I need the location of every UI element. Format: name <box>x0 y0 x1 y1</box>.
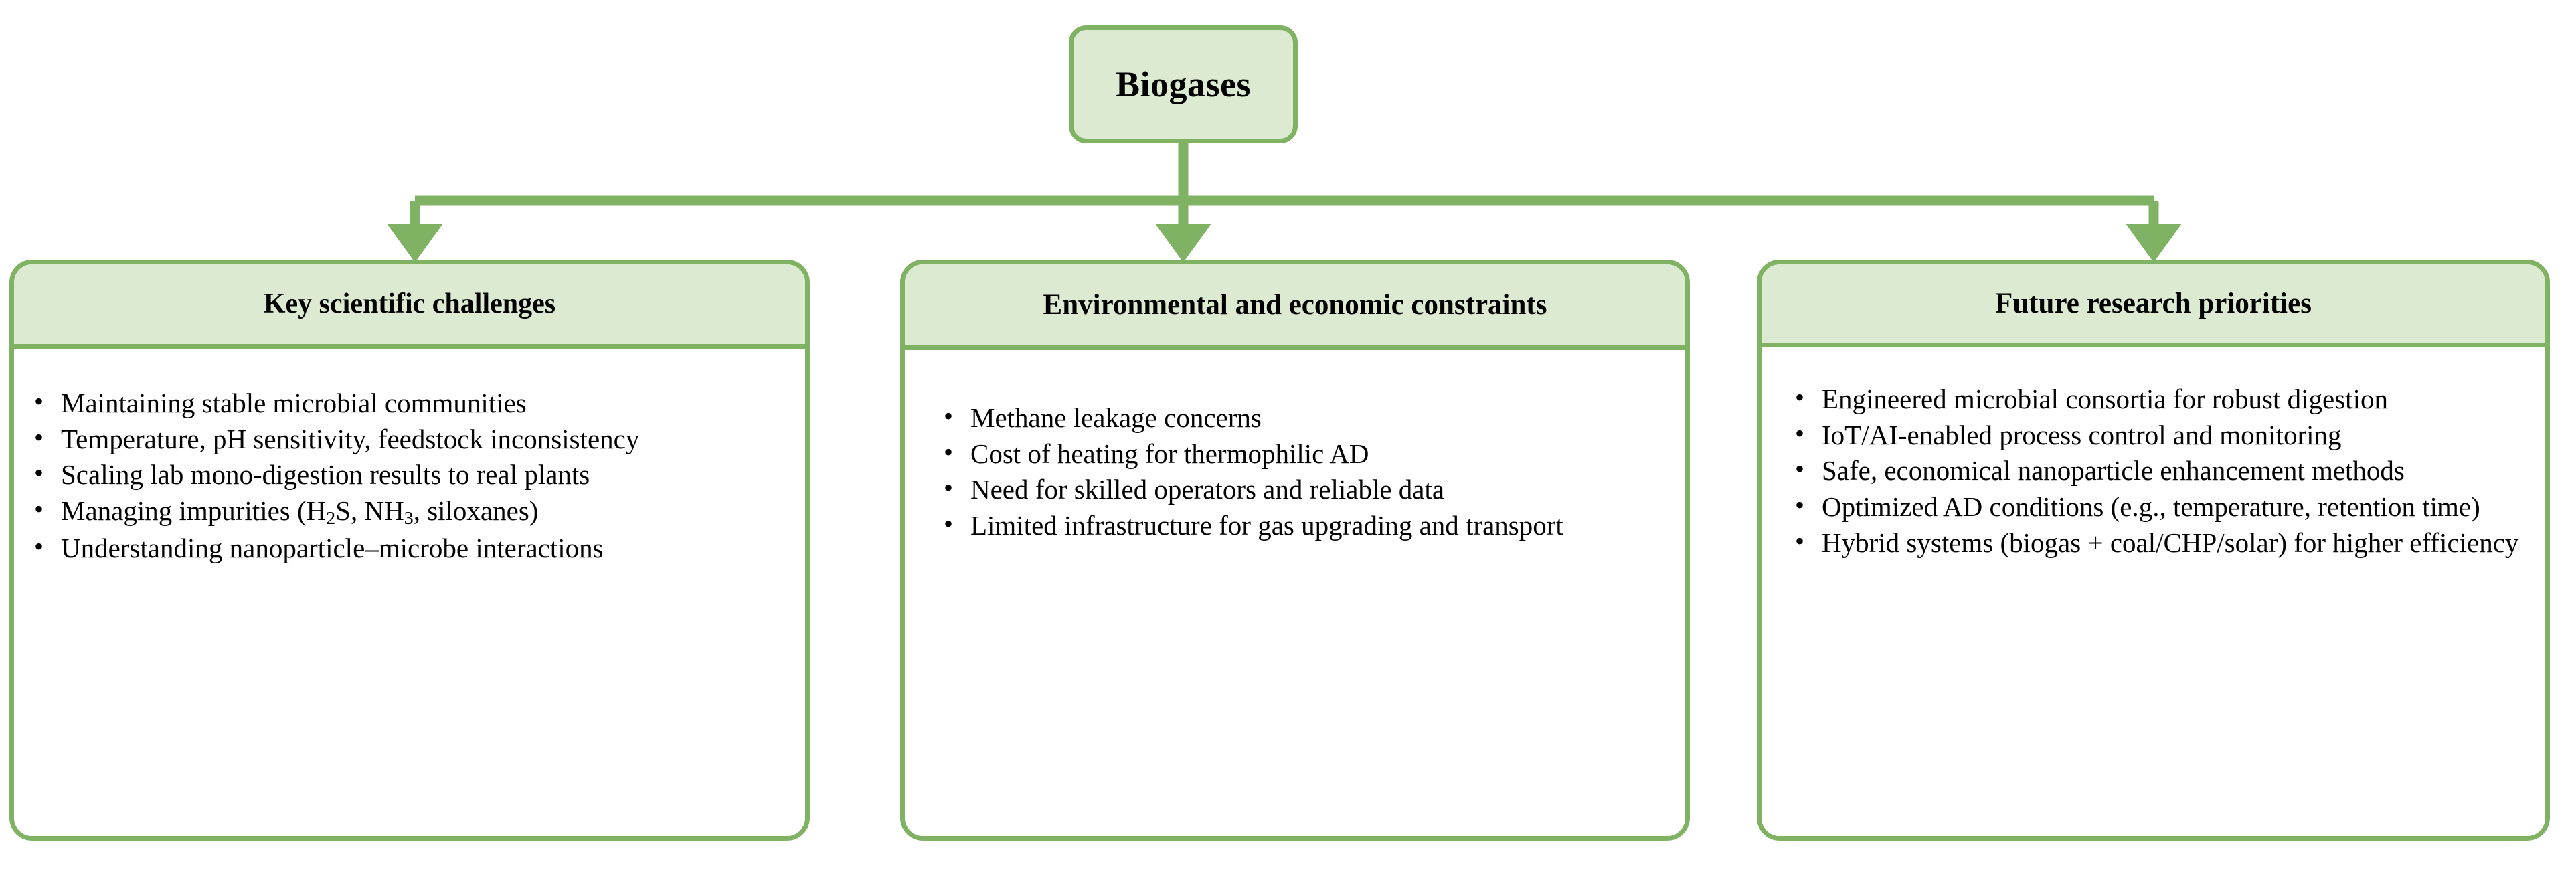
column-header-2: Future research priorities <box>1762 264 2545 347</box>
bullet-item: Optimized AD conditions (e.g., temperatu… <box>1790 489 2528 525</box>
bullet-item: Hybrid systems (biogas + coal/CHP/solar)… <box>1790 525 2528 561</box>
column-header-label-2: Future research priorities <box>1995 287 2312 319</box>
bullet-list-2: Engineered microbial consortia for robus… <box>1790 381 2528 561</box>
bullet-item: Methane leakage concerns <box>938 400 1665 436</box>
bullet-item: Limited infrastructure for gas upgrading… <box>938 507 1665 543</box>
root-node-label: Biogases <box>1115 64 1252 104</box>
column-header-1: Environmental and economic constraints <box>905 264 1685 350</box>
bullet-item: Temperature, pH sensitivity, feedstock i… <box>29 421 782 457</box>
column-header-label-0: Key scientific challenges <box>263 288 556 320</box>
bullet-item: Managing impurities (H2S, NH3, siloxanes… <box>29 493 782 530</box>
bullet-item: Need for skilled operators and reliable … <box>938 471 1665 507</box>
column-body-1: Methane leakage concernsCost of heating … <box>905 350 1685 836</box>
column-key-scientific-challenges[interactable]: Key scientific challenges Maintaining st… <box>9 260 810 841</box>
column-body-2: Engineered microbial consortia for robus… <box>1762 347 2545 836</box>
bullet-item: Safe, economical nanoparticle enhancemen… <box>1790 452 2528 489</box>
bullet-list-0: Maintaining stable microbial communities… <box>29 385 782 566</box>
root-node-biogases[interactable]: Biogases <box>1069 25 1298 143</box>
bullet-item: Cost of heating for thermophilic AD <box>938 436 1665 472</box>
column-header-0: Key scientific challenges <box>14 264 805 349</box>
bullet-item: Scaling lab mono-digestion results to re… <box>29 456 782 493</box>
column-future-research-priorities[interactable]: Future research priorities Engineered mi… <box>1757 260 2550 841</box>
column-body-0: Maintaining stable microbial communities… <box>14 349 805 836</box>
arrowhead-right <box>2126 224 2182 262</box>
bullet-item: Engineered microbial consortia for robus… <box>1790 381 2528 417</box>
bullet-item: IoT/AI-enabled process control and monit… <box>1790 417 2528 453</box>
arrowhead-left <box>387 224 443 262</box>
column-header-label-1: Environmental and economic constraints <box>1043 288 1547 321</box>
column-environmental-and-economic-constraints[interactable]: Environmental and economic constraints M… <box>900 260 1690 841</box>
bullet-item: Understanding nanoparticle–microbe inter… <box>29 530 782 566</box>
bullet-item: Maintaining stable microbial communities <box>29 385 782 421</box>
arrowhead-center <box>1155 224 1211 262</box>
bullet-list-1: Methane leakage concernsCost of heating … <box>938 400 1665 543</box>
